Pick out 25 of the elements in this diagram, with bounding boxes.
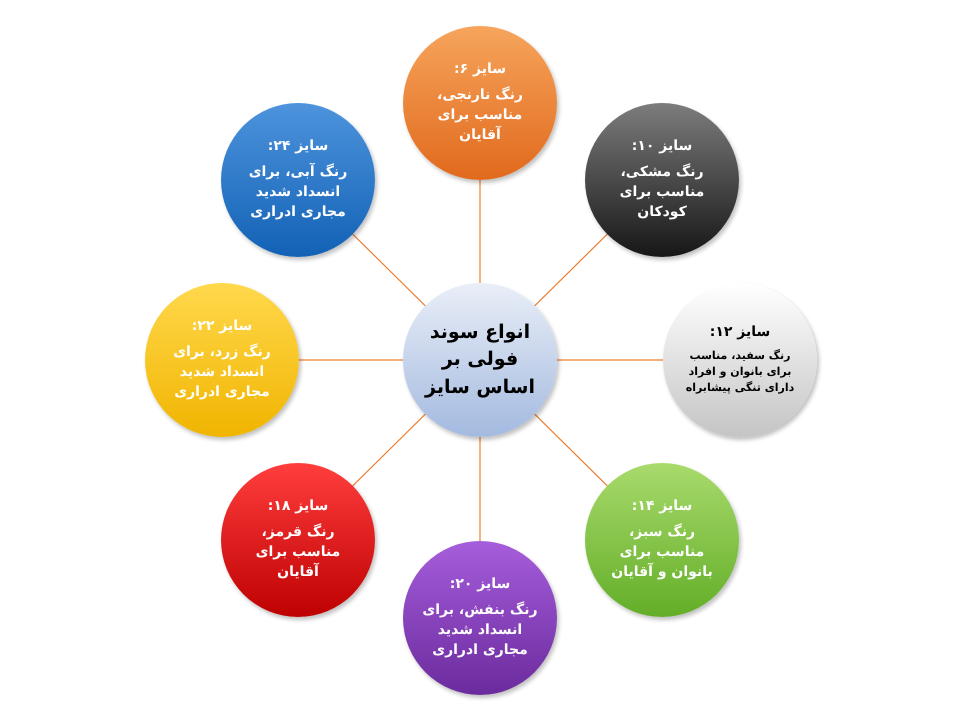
description-text: رنگ سبز، مناسب برای بانوان و آقایان <box>610 522 714 582</box>
size-label: سایز ۶: <box>452 60 508 77</box>
topic-title: انواع سوند فولی بر اساس سایز <box>423 320 536 400</box>
description-text: رنگ سفید، مناسب برای بانوان و افراد دارای تنگی پیشابراه <box>684 348 796 396</box>
connector-line <box>479 437 481 541</box>
size-label: سایز ۱۲: <box>708 324 772 340</box>
size-label: سایز ۲۴: <box>266 138 330 154</box>
size-label: سایز ۲۰: <box>448 576 512 592</box>
description-text: رنگ قرمز، مناسب برای آقایان <box>254 522 342 582</box>
size-label: سایز ۱۴: <box>630 498 694 514</box>
size-label: سایز ۱۸: <box>266 498 330 514</box>
connector-line <box>352 414 426 486</box>
description-text: رنگ مشکی، مناسب برای کودکان <box>618 162 706 222</box>
description-text: رنگ نارنجی، مناسب برای آقایان <box>436 85 524 146</box>
connector-line <box>534 414 608 486</box>
size-label: سایز ۲۲: <box>190 318 254 334</box>
description-text: رنگ بنفش، برای انسداد شدید مجاری ادراری <box>421 600 539 660</box>
connector-line <box>479 180 481 283</box>
size-label: سایز ۱۰: <box>630 138 694 154</box>
description-text: رنگ زرد، برای انسداد شدید مجاری ادراری <box>172 342 272 402</box>
description-text: رنگ آبی، برای انسداد شدید مجاری ادراری <box>248 162 348 222</box>
connector-line <box>299 359 403 361</box>
connector-line <box>557 359 663 361</box>
connector-line <box>534 234 608 306</box>
connector-line <box>352 234 426 306</box>
